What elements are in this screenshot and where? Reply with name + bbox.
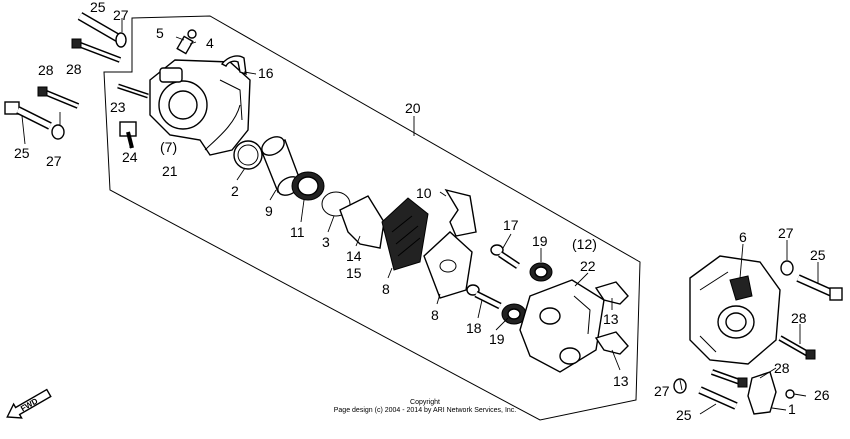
boot-11 [291, 171, 325, 201]
callout-1: 1 [788, 401, 796, 417]
clamp-1 [747, 371, 777, 415]
callout-21: 21 [162, 163, 178, 179]
callout-12: (12) [572, 236, 597, 252]
brake-pad-8-b [423, 231, 473, 299]
ring-3 [321, 191, 351, 217]
screw-26 [785, 389, 795, 399]
retainer-13-b [594, 331, 629, 355]
callout-7: (7) [160, 139, 177, 155]
bolt-28-top [71, 38, 122, 63]
caliper-body-right [689, 255, 781, 365]
callout-27: 27 [778, 225, 794, 241]
callout-11: 11 [290, 224, 305, 240]
callout-17: 17 [503, 217, 519, 233]
bracket-22 [519, 279, 605, 373]
callout-19: 19 [489, 331, 505, 347]
callout-13: 13 [603, 311, 619, 327]
bolt-28-lower [710, 369, 748, 388]
boot-19-a [529, 262, 553, 282]
shim-14 [339, 195, 385, 249]
copyright-line-1: Copyright [410, 399, 440, 406]
callout-labels: 25 27 28 5 4 16 28 23 25 27 24 (7) 21 20… [14, 0, 830, 423]
callout-3: 3 [322, 234, 330, 250]
callout-8: 8 [431, 307, 439, 323]
callout-27: 27 [654, 383, 670, 399]
clip-16 [220, 55, 247, 76]
callout-25: 25 [676, 407, 692, 423]
retainer-13-a [594, 281, 629, 305]
callout-18: 18 [466, 320, 482, 336]
callout-23: 23 [110, 99, 126, 115]
callout-27: 27 [46, 153, 62, 169]
callout-2: 2 [231, 183, 239, 199]
washer-27-right [780, 260, 794, 276]
bolt-25-top [77, 12, 127, 48]
callout-28: 28 [38, 62, 54, 78]
callout-24: 24 [122, 149, 138, 165]
callout-28: 28 [66, 61, 82, 77]
callout-27: 27 [113, 7, 129, 23]
pin-24 [119, 121, 137, 149]
pin-17 [490, 244, 520, 269]
brake-pad-8-a [381, 197, 429, 271]
copyright-line-2: Page design (c) 2004 - 2014 by ARI Netwo… [334, 407, 517, 414]
callout-6: 6 [739, 229, 747, 245]
callout-10: 10 [416, 185, 432, 201]
pad-spring-10 [444, 188, 477, 237]
callout-14: 14 [346, 248, 362, 264]
leader-lines [21, 18, 819, 415]
fwd-arrow: FWD [6, 388, 52, 419]
callout-8: 8 [382, 281, 390, 297]
callout-15: 15 [346, 265, 362, 281]
assembly-frame [103, 15, 641, 421]
boot-19-b [501, 303, 527, 325]
bolt-28-right [778, 335, 816, 360]
bolt-25-right [796, 274, 843, 301]
callout-25: 25 [90, 0, 106, 15]
bolt-28-left [37, 86, 80, 109]
callout-16: 16 [258, 65, 274, 81]
callout-28: 28 [774, 360, 790, 376]
callout-13: 13 [613, 373, 629, 389]
callout-9: 9 [265, 203, 273, 219]
callout-26: 26 [814, 387, 830, 403]
pin-18 [466, 284, 502, 310]
washer-27-lower [673, 378, 687, 394]
callout-5: 5 [156, 25, 164, 41]
callout-20: 20 [405, 100, 421, 116]
screw-23 [117, 83, 149, 99]
callout-22: 22 [580, 258, 596, 274]
callout-28: 28 [791, 310, 807, 326]
bolt-25-left [4, 101, 65, 140]
bolt-25-lower [698, 386, 738, 410]
bleeder-screw-4 [176, 29, 197, 55]
callout-19: 19 [532, 233, 548, 249]
callout-25: 25 [14, 145, 30, 161]
caliper-body-left [149, 59, 251, 156]
callout-25: 25 [810, 247, 826, 263]
callout-4: 4 [206, 35, 214, 51]
